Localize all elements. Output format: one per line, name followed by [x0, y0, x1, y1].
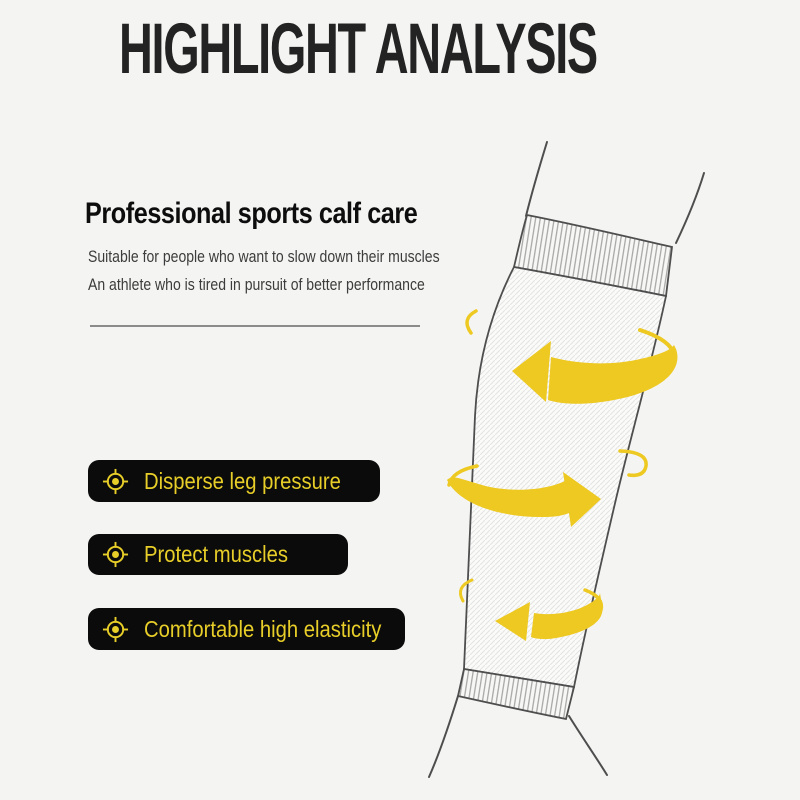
- arrow-head-left: [495, 602, 530, 641]
- rotation-arrow-top: [465, 309, 678, 404]
- arrow-arc: [459, 578, 474, 603]
- intro-text: Suitable for people who want to slow dow…: [88, 243, 440, 299]
- thigh-right-line: [675, 172, 705, 244]
- leg-outline: [428, 141, 705, 778]
- arrow-arc: [465, 309, 478, 335]
- thigh-left-line: [525, 141, 548, 217]
- ankle-right-line: [568, 715, 608, 776]
- arrow-arc: [638, 328, 677, 358]
- divider-line: [90, 325, 420, 327]
- arrow-sweep: [531, 593, 603, 640]
- feature-label: Disperse leg pressure: [144, 467, 341, 494]
- arrow-arc: [583, 588, 604, 612]
- intro-line-1: Suitable for people who want to slow dow…: [88, 248, 440, 266]
- sleeve-bottom-cuff: [456, 667, 576, 721]
- feature-badge-protect-muscles: Protect muscles: [88, 534, 348, 575]
- sleeve-top-cuff: [512, 213, 673, 298]
- target-crosshair-icon: [102, 541, 129, 568]
- ankle-left-line: [428, 695, 459, 778]
- sleeve-body: [463, 265, 668, 689]
- arrow-head-right: [563, 472, 601, 527]
- section-heading: Professional sports calf care: [85, 197, 418, 230]
- intro-line-2: An athlete who is tired in pursuit of be…: [88, 276, 425, 294]
- target-crosshair-icon: [102, 468, 129, 494]
- page-title: HIGHLIGHT ANALYSIS: [119, 10, 598, 89]
- rotation-arrow-bottom: [459, 578, 604, 641]
- arrow-sweep: [548, 345, 678, 404]
- arrow-head-left: [512, 341, 551, 402]
- feature-label: Protect muscles: [144, 541, 288, 567]
- rotation-arrow-middle: [447, 449, 648, 527]
- feature-badge-disperse-leg-pressure: Disperse leg pressure: [88, 460, 380, 502]
- target-crosshair-icon: [102, 616, 129, 642]
- arrow-arc: [618, 449, 648, 478]
- feature-label: Comfortable high elasticity: [144, 615, 382, 642]
- arrow-arc: [447, 464, 479, 487]
- feature-badge-comfortable-high-elasticity: Comfortable high elasticity: [88, 608, 405, 650]
- arrow-sweep: [447, 477, 571, 518]
